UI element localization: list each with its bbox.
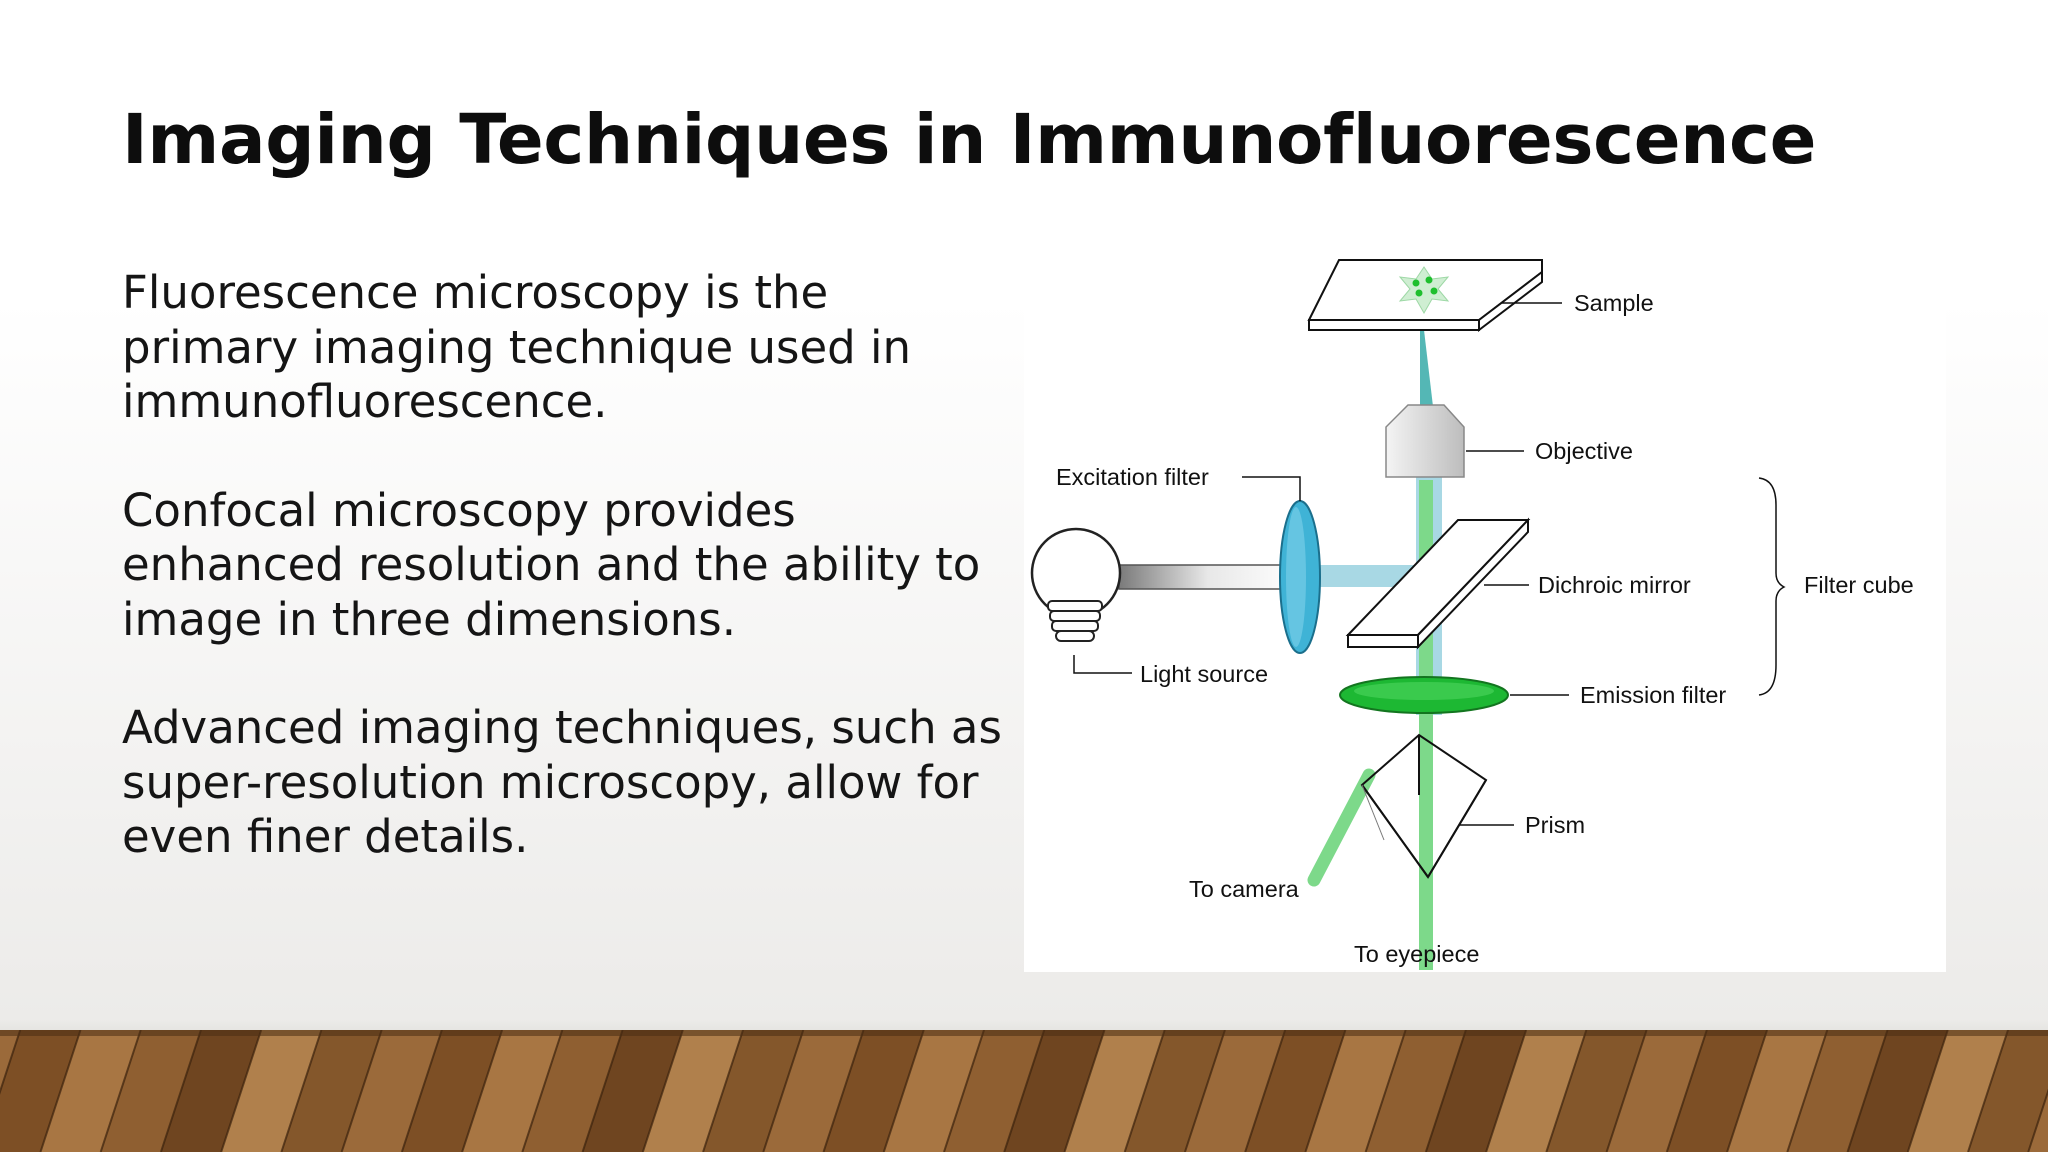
prism — [1360, 733, 1488, 879]
floor-seam — [340, 1029, 383, 1152]
floor-seam — [1726, 1029, 1769, 1152]
paragraph-confocal: Confocal microscopy provides enhanced re… — [122, 483, 981, 646]
floor-seam — [2027, 1088, 2048, 1152]
floor-seam — [1967, 1029, 2009, 1152]
floor-seam — [1244, 1029, 1287, 1152]
floor-seam — [1063, 1029, 1106, 1152]
sample-slide — [1307, 259, 1543, 333]
floor-seam — [943, 1029, 985, 1152]
objective — [1385, 404, 1465, 478]
floor-seam — [581, 1029, 624, 1152]
floor-seam — [1665, 1029, 1708, 1152]
label-dichroic-mirror: Dichroic mirror — [1538, 572, 1691, 598]
floor-seam — [220, 1029, 263, 1152]
floor-seam — [0, 1029, 22, 1095]
label-excitation-filter: Excitation filter — [1056, 464, 1209, 490]
floor-seam — [1485, 1029, 1528, 1152]
floor-seam — [461, 1029, 504, 1152]
floor-seam — [702, 1029, 745, 1152]
floor-seam — [39, 1029, 82, 1152]
light-source — [1030, 527, 1298, 642]
floor-seam — [1846, 1029, 1889, 1152]
floor-seam — [641, 1029, 684, 1152]
floor-seam — [822, 1029, 865, 1152]
floor-seam — [99, 1029, 142, 1152]
floor-seam — [1304, 1029, 1347, 1152]
floor-seam — [280, 1029, 323, 1152]
sample-cone — [1420, 330, 1434, 415]
floor-seam — [1123, 1029, 1166, 1152]
floor-seam — [1786, 1029, 1829, 1152]
floor-seam — [1545, 1029, 1588, 1152]
label-light-source: Light source — [1140, 661, 1268, 687]
camera-beam — [1307, 768, 1376, 887]
slide-title: Imaging Techniques in Immunofluorescence — [122, 100, 1817, 180]
floor-seam — [762, 1029, 805, 1152]
specimen — [1398, 266, 1450, 315]
floor-seam — [1364, 1029, 1407, 1152]
label-emission-filter: Emission filter — [1580, 682, 1726, 708]
floor-seam — [1906, 1029, 1949, 1152]
floor-seam — [1183, 1029, 1226, 1152]
paragraph-fluorescence: Fluorescence microscopy is the primary i… — [122, 266, 912, 428]
floor-seam — [1424, 1029, 1467, 1152]
floor-seam — [521, 1029, 564, 1152]
wood-floor — [0, 1029, 2048, 1152]
label-filter-cube: Filter cube — [1804, 572, 1914, 598]
floor-seam — [159, 1029, 202, 1152]
microscope-diagram: Sample Objective Excitation filter Dichr… — [1024, 255, 1946, 972]
label-prism: Prism — [1525, 812, 1585, 838]
paragraph-super-resolution: Advanced imaging techniques, such as sup… — [122, 701, 1002, 863]
label-sample: Sample — [1574, 290, 1654, 316]
floor-seam — [1605, 1029, 1648, 1152]
label-to-camera: To camera — [1189, 876, 1300, 902]
floor-plank — [1968, 1030, 2048, 1152]
body-text: Fluorescence microscopy is the primary i… — [122, 266, 1002, 919]
floor-seam — [882, 1029, 925, 1152]
label-to-eyepiece: To eyepiece — [1354, 941, 1479, 967]
dichroic-mirror — [1345, 517, 1531, 650]
floor-seam — [400, 1029, 443, 1152]
label-objective: Objective — [1535, 438, 1633, 464]
leader-lines — [1073, 302, 1786, 826]
floor-seam — [1003, 1029, 1046, 1152]
